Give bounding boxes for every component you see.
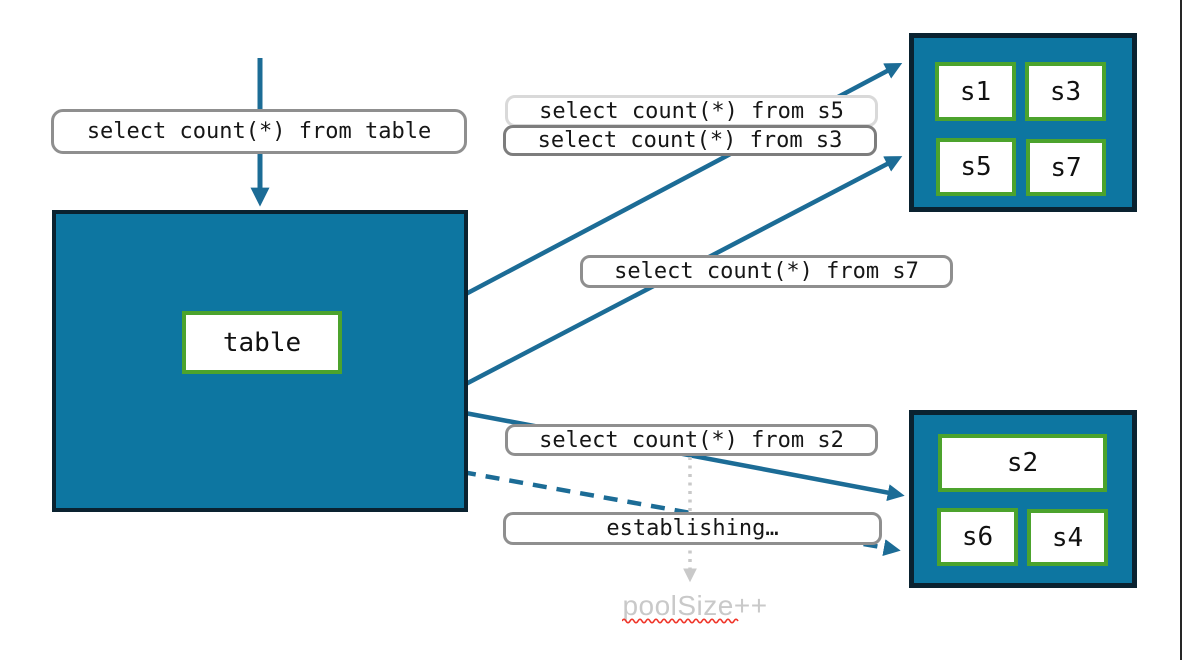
main-table-chip: table: [182, 311, 342, 374]
query-label-s3-text: select count(*) from s3: [537, 128, 843, 153]
shard-s1: s1: [935, 62, 1016, 121]
shard-s6: s6: [937, 508, 1018, 566]
shard-s4: s4: [1027, 509, 1108, 566]
query-label-s2: select count(*) from s2: [505, 424, 878, 456]
shard-s5: s5: [936, 138, 1016, 196]
shard-s2: s2: [938, 434, 1107, 492]
shard-s7-label: s7: [1050, 152, 1082, 183]
query-label-table: select count(*) from table: [51, 109, 467, 154]
shard-s1-label: s1: [959, 76, 992, 107]
query-label-s7: select count(*) from s7: [580, 255, 953, 288]
shard-s4-label: s4: [1051, 522, 1084, 553]
main-table-label: table: [222, 327, 302, 358]
poolsize-text: poolSize++: [622, 590, 768, 621]
shard-s5-label: s5: [960, 152, 992, 182]
shard-s6-label: s6: [961, 522, 994, 552]
query-label-table-text: select count(*) from table: [86, 119, 432, 144]
main-table-box: table: [52, 210, 468, 512]
shard-s3-label: s3: [1049, 76, 1082, 107]
query-label-s7-text: select count(*) from s7: [614, 259, 919, 284]
shard-s3: s3: [1025, 62, 1106, 121]
establishing-label-text: establishing…: [606, 516, 779, 541]
poolsize-annotation: poolSize++: [600, 590, 790, 622]
query-label-s2-text: select count(*) from s2: [539, 427, 844, 453]
window-edge-line: [1180, 0, 1182, 660]
shard-s7: s7: [1026, 139, 1106, 196]
shard-group-bottom: s2 s6 s4: [909, 410, 1137, 588]
spellcheck-squiggle: [622, 618, 739, 624]
query-label-s5-text: select count(*) from s5: [539, 98, 844, 124]
query-label-s3: select count(*) from s3: [503, 125, 877, 156]
shard-group-top: s1 s3 s5 s7: [909, 33, 1137, 212]
establishing-label: establishing…: [503, 512, 882, 545]
query-label-s5: select count(*) from s5: [505, 95, 878, 127]
shard-s2-label: s2: [1006, 448, 1039, 478]
